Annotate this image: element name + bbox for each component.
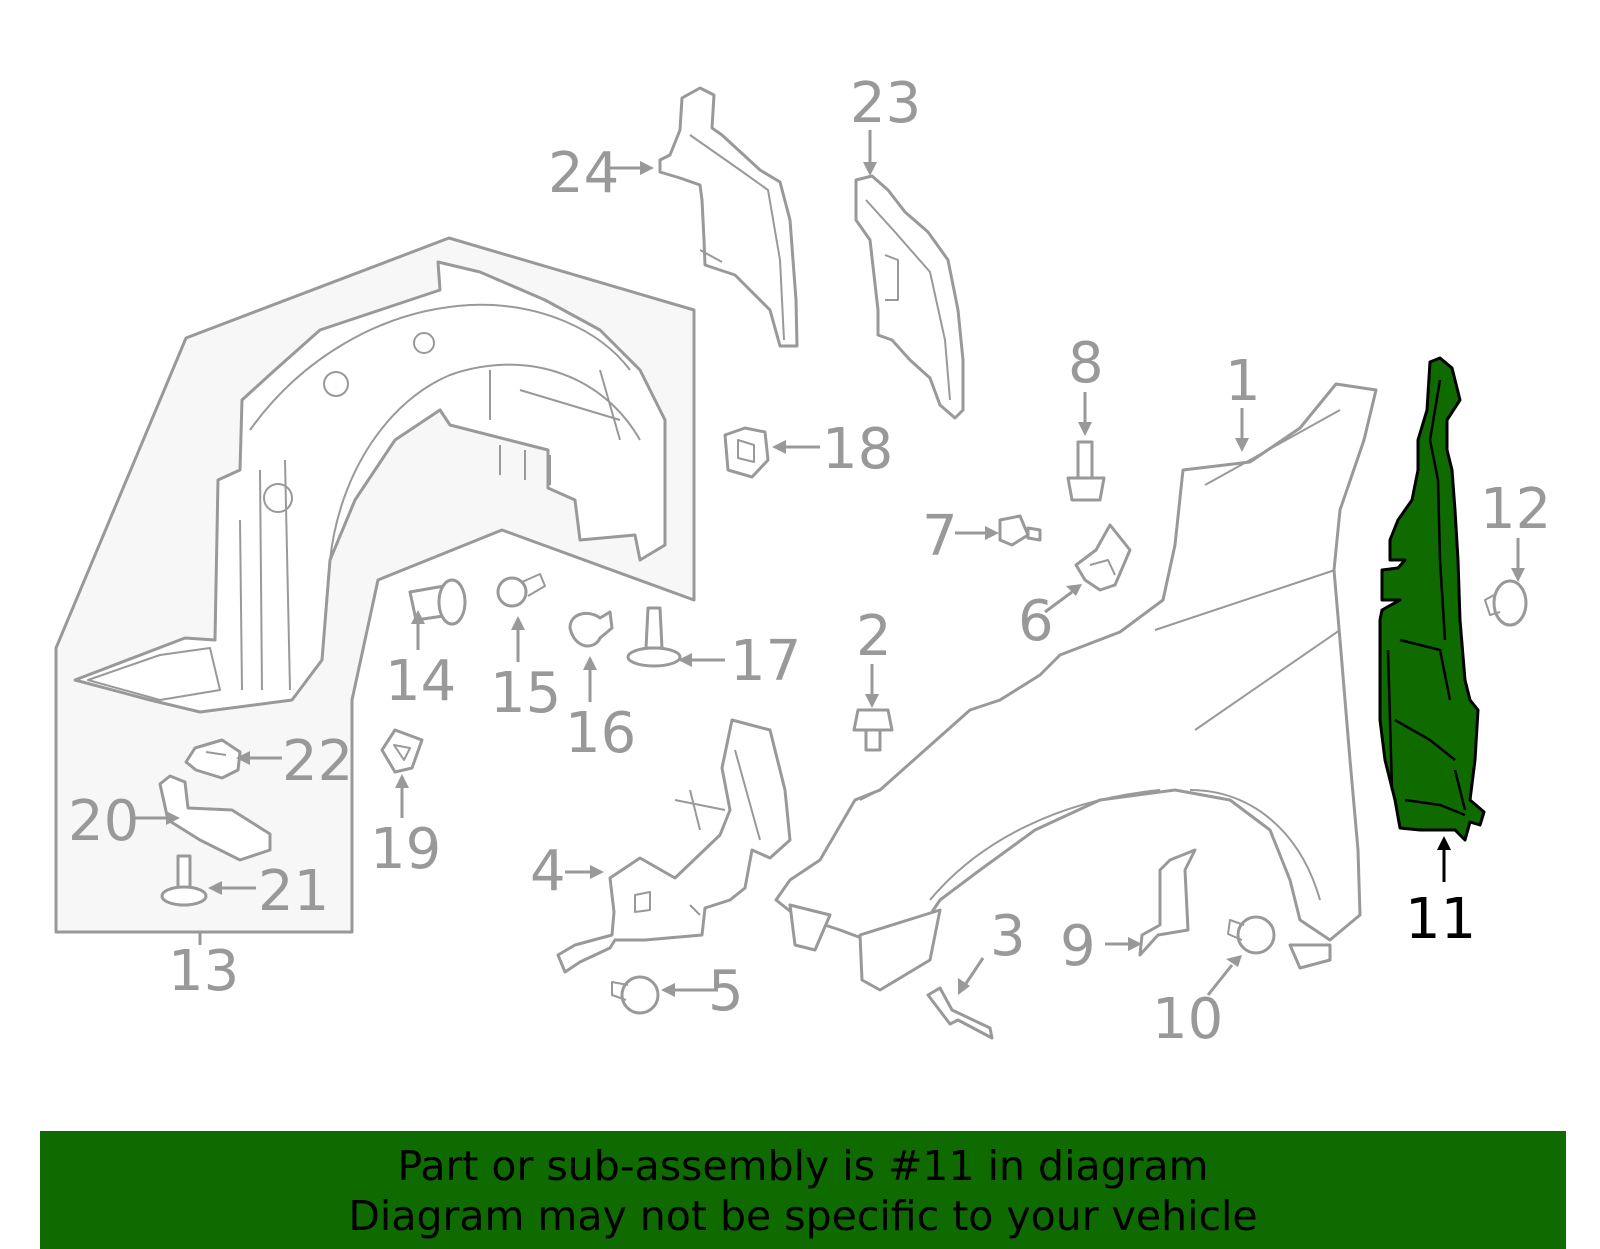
banner-line-2: Diagram may not be specific to your vehi… bbox=[348, 1192, 1258, 1240]
part-16-clip[interactable] bbox=[568, 610, 614, 648]
callout-14: 14 bbox=[385, 649, 456, 714]
callout-13: 13 bbox=[168, 939, 239, 1004]
callout-21: 21 bbox=[258, 859, 329, 924]
callout-6: 6 bbox=[1018, 589, 1054, 654]
callout-1: 1 bbox=[1225, 349, 1261, 414]
callout-20: 20 bbox=[68, 789, 139, 854]
callout-24: 24 bbox=[548, 141, 619, 206]
leader-arrows bbox=[132, 130, 1525, 997]
callout-23: 23 bbox=[850, 71, 921, 136]
part-21-bolt[interactable] bbox=[160, 854, 208, 907]
callout-17: 17 bbox=[730, 629, 801, 694]
part-5-bolt[interactable] bbox=[611, 975, 660, 1015]
info-banner: Part or sub-assembly is #11 in diagram D… bbox=[40, 1131, 1566, 1249]
callout-16: 16 bbox=[565, 701, 636, 766]
part-19-nut[interactable] bbox=[380, 728, 424, 774]
part-3-rivet[interactable] bbox=[926, 986, 994, 1040]
callout-7: 7 bbox=[922, 504, 958, 569]
callout-4: 4 bbox=[530, 839, 566, 904]
callout-11: 11 bbox=[1405, 887, 1476, 952]
part-2-bolt[interactable] bbox=[852, 708, 894, 752]
callout-8: 8 bbox=[1068, 331, 1104, 396]
banner-line-1: Part or sub-assembly is #11 in diagram bbox=[397, 1142, 1209, 1190]
callout-2: 2 bbox=[856, 604, 892, 669]
callout-12: 12 bbox=[1480, 477, 1551, 542]
part-22-bracket[interactable] bbox=[184, 738, 242, 780]
part-24[interactable] bbox=[658, 86, 799, 348]
part-10-bolt[interactable] bbox=[1227, 915, 1276, 955]
part-17-clip[interactable] bbox=[626, 606, 682, 668]
part-15-clip[interactable] bbox=[496, 573, 546, 608]
callout-numbers: 1 2 3 4 5 6 7 8 9 10 11 12 13 14 15 16 1… bbox=[68, 71, 1551, 1052]
part-1-front-fender[interactable] bbox=[774, 382, 1378, 992]
callout-19: 19 bbox=[370, 817, 441, 882]
callout-5: 5 bbox=[708, 959, 744, 1024]
callout-9: 9 bbox=[1060, 914, 1096, 979]
callout-22: 22 bbox=[282, 729, 353, 794]
callout-15: 15 bbox=[490, 661, 561, 726]
part-14-clip[interactable] bbox=[408, 578, 467, 626]
part-7-clip[interactable] bbox=[998, 514, 1042, 547]
part-8-bolt[interactable] bbox=[1066, 440, 1106, 502]
part-4-bracket[interactable] bbox=[556, 718, 792, 974]
part-12-grommet[interactable] bbox=[1484, 579, 1528, 627]
callout-18: 18 bbox=[822, 417, 893, 482]
callout-3: 3 bbox=[990, 904, 1026, 969]
part-11-highlighted[interactable] bbox=[1378, 356, 1486, 842]
part-23[interactable] bbox=[854, 174, 965, 420]
part-6-bracket[interactable] bbox=[1074, 523, 1132, 592]
part-20-bracket[interactable] bbox=[158, 774, 272, 862]
part-18-clip[interactable] bbox=[723, 426, 770, 479]
callout-10: 10 bbox=[1152, 987, 1223, 1052]
part-9-bracket[interactable] bbox=[1138, 848, 1197, 957]
